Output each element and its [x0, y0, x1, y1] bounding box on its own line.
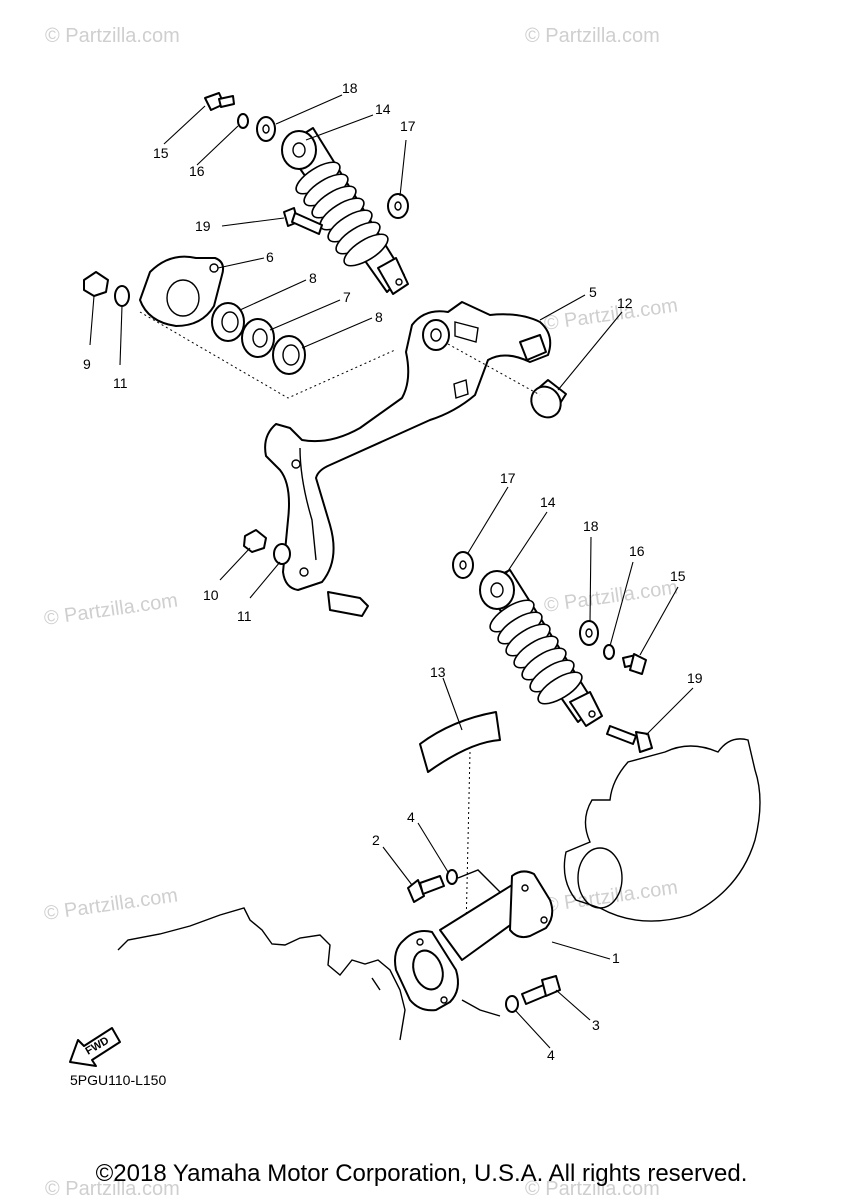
fwd-arrow: FWD [69, 1027, 121, 1067]
callout-16: 16 [189, 163, 205, 179]
leader-lines [89, 94, 694, 1049]
bracket-assembly [83, 255, 396, 399]
assembly-line [139, 311, 396, 399]
plate-6 [139, 255, 225, 327]
callout-11: 11 [113, 375, 128, 391]
watermark: © Partzilla.com [45, 1178, 180, 1200]
callout-13: 13 [430, 664, 446, 680]
nut-10 [243, 529, 267, 553]
shock-absorber-14-lower [479, 569, 603, 727]
plate-axis-line [465, 751, 471, 931]
washer-11-lower [273, 543, 291, 565]
washer-17-lower [452, 551, 474, 579]
callout-12: 12 [617, 295, 633, 311]
bolt-19-lower [606, 725, 653, 753]
plate-6-hole [166, 279, 200, 317]
upper-shock-assembly [204, 92, 409, 295]
swing-arm-5 [243, 301, 567, 617]
washer-11-upper [114, 285, 130, 307]
tube-1-flange-right [509, 870, 554, 939]
washer-18-upper [256, 116, 276, 142]
watermark: © Partzilla.com [45, 25, 180, 47]
washer-16-lower [603, 644, 615, 660]
nut-9 [83, 271, 109, 297]
bolt-2 [407, 875, 445, 903]
callout-14: 14 [375, 101, 391, 117]
washer-4-lower [505, 995, 519, 1013]
washer-17-upper [387, 193, 409, 219]
watermark: © Partzilla.com [543, 576, 680, 617]
watermark: © Partzilla.com [525, 25, 660, 47]
drawing-code: 5PGU110-L150 [70, 1072, 167, 1088]
callout-labels: 1 2 3 4 4 5 6 7 8 8 9 10 11 11 12 13 14 … [83, 80, 703, 1063]
frame-outline [117, 738, 761, 1041]
plate-13 [419, 711, 501, 773]
watermark: © Partzilla.com [43, 589, 180, 630]
callout-8: 8 [375, 309, 383, 325]
bearing-8-b [272, 335, 306, 375]
collar-12 [530, 379, 567, 419]
shock-absorber-14-upper [281, 127, 409, 295]
stud [327, 591, 369, 617]
callout-19: 19 [195, 218, 211, 234]
callout-16: 16 [629, 543, 645, 559]
callout-3: 3 [592, 1017, 600, 1033]
callout-9: 9 [83, 356, 91, 372]
watermark: © Partzilla.com [543, 876, 680, 917]
callout-4: 4 [547, 1047, 555, 1063]
collar-7 [241, 318, 275, 358]
washer-18-lower [579, 620, 599, 646]
watermark: © Partzilla.com [43, 884, 180, 925]
watermark: © Partzilla.com [525, 1178, 660, 1200]
callout-17: 17 [500, 470, 516, 486]
washer-16-upper [237, 113, 249, 129]
watermark: © Partzilla.com [543, 294, 680, 335]
callout-15: 15 [670, 568, 686, 584]
callout-7: 7 [343, 289, 351, 305]
bolt-3 [521, 975, 561, 1005]
callout-18: 18 [583, 518, 599, 534]
washer-4-upper [446, 869, 458, 885]
callout-6: 6 [266, 249, 274, 265]
bolt-15-upper [204, 92, 235, 111]
callout-5: 5 [589, 284, 597, 300]
lower-shock-assembly [452, 551, 653, 753]
bolt-15-lower [622, 653, 647, 675]
callout-15: 15 [153, 145, 169, 161]
callout-19: 19 [687, 670, 703, 686]
callout-1: 1 [612, 950, 620, 966]
callout-10: 10 [203, 587, 219, 603]
bolt-19-upper [283, 207, 323, 235]
tube-assembly [394, 711, 561, 1017]
callout-4: 4 [407, 809, 415, 825]
callout-18: 18 [342, 80, 358, 96]
callout-2: 2 [372, 832, 380, 848]
copyright-notice: ©2018 Yamaha Motor Corporation, U.S.A. A… [95, 1160, 748, 1187]
callout-11: 11 [237, 608, 252, 624]
callout-14: 14 [540, 494, 556, 510]
bearing-8-a [211, 302, 245, 342]
callout-8: 8 [309, 270, 317, 286]
callout-17: 17 [400, 118, 416, 134]
